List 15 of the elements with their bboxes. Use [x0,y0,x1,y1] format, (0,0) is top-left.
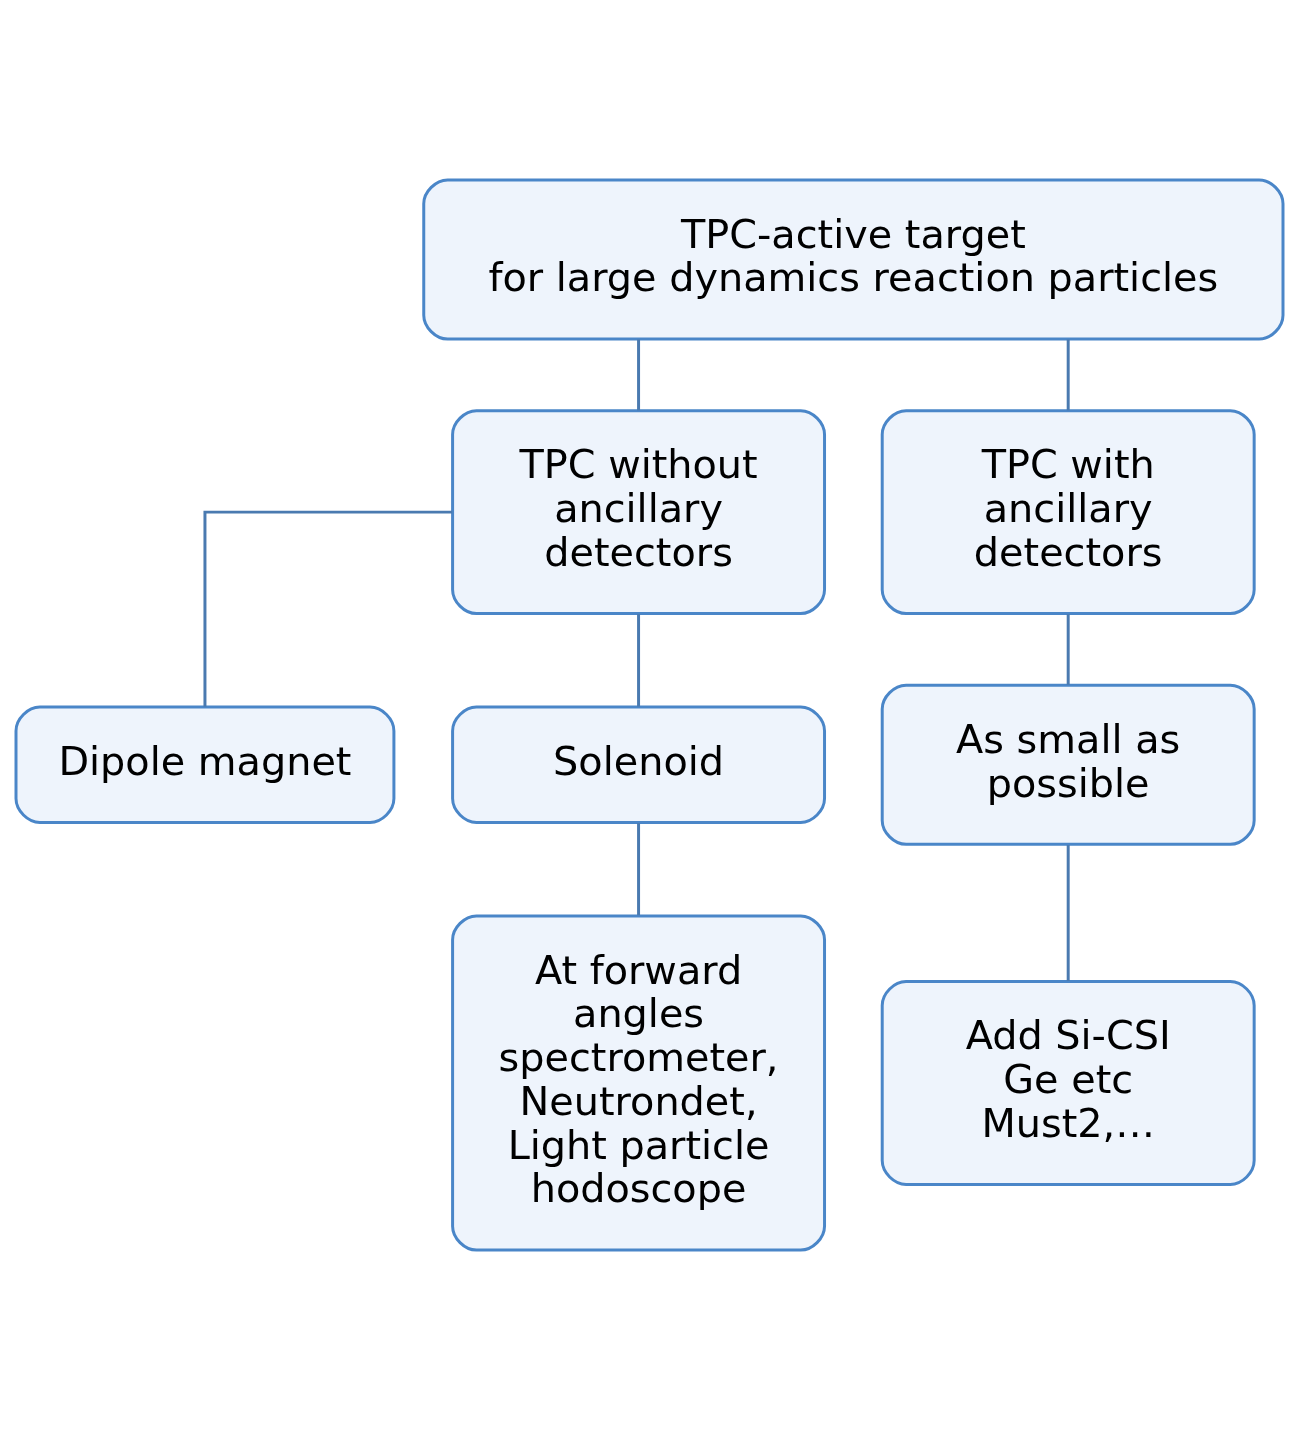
node-box: TPC-active target for large dynamics reaction particles [422,177,1285,341]
node-box: Add Si-CSI Ge etc Must2,… [880,979,1256,1186]
node-box: At forward angles spectrometer, Neutrondet, Light particle hodoscope [451,913,826,1252]
node-box: Dipole magnet [14,705,396,824]
node-box: As small as possible [880,683,1256,846]
node-box: TPC without ancillary detectors [451,408,826,615]
connector [1066,844,1070,981]
connector [1066,338,1070,410]
node-box: Solenoid [451,705,826,824]
connector [1066,613,1070,685]
connector [637,613,641,707]
connector [637,338,641,410]
connector [637,822,641,915]
connector [203,510,453,707]
node-box: TPC with ancillary detectors [880,408,1256,615]
